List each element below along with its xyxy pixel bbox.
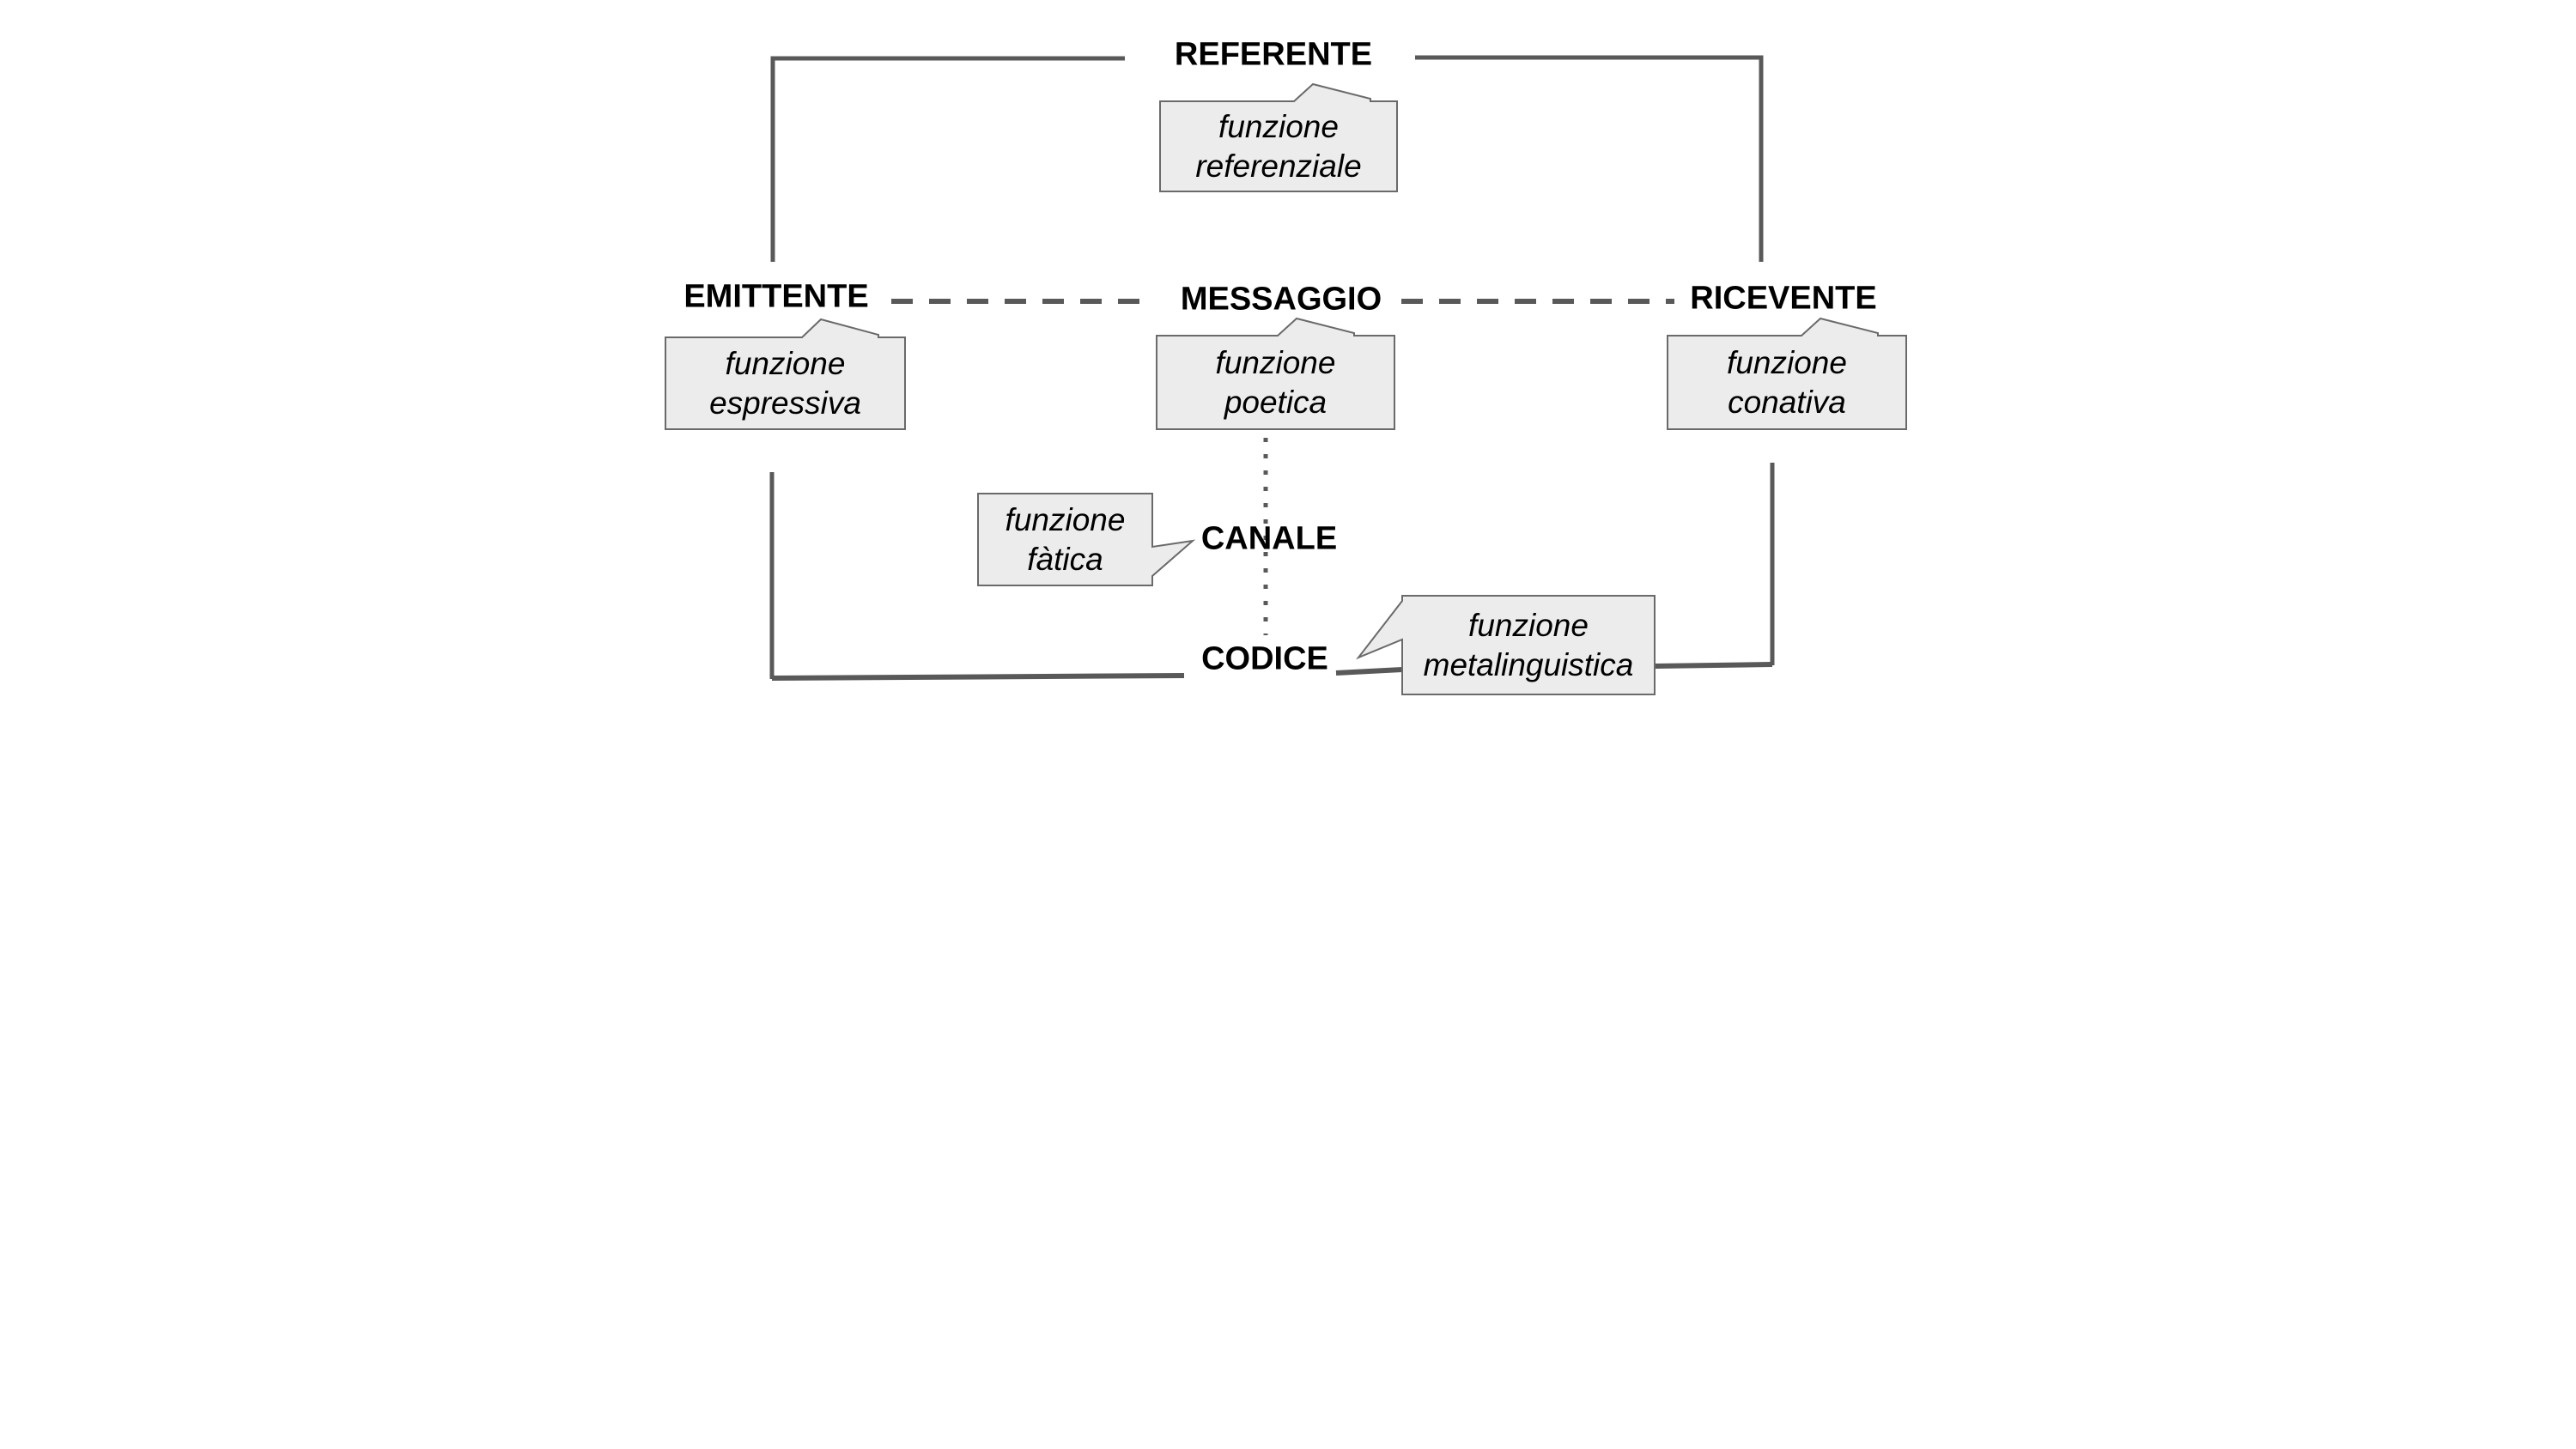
emittente-referente-connector <box>770 56 1125 262</box>
callout-text-fatica: funzione fàtica <box>1005 502 1126 577</box>
node-referente: REFERENTE <box>1174 36 1373 73</box>
callout-text-referenziale: funzione referenziale <box>1195 109 1362 184</box>
callout-shape-poetica <box>1156 317 1395 430</box>
jakobson-diagram: REFERENTE EMITTENTE MESSAGGIO RICEVENTE … <box>644 0 1932 724</box>
codice-ricevente-horizontal-connector <box>1654 662 1773 669</box>
callout-shape-conativa <box>1667 317 1907 430</box>
callout-text-poetica: funzione poetica <box>1215 345 1336 420</box>
callout-text-espressiva: funzione espressiva <box>709 346 861 421</box>
callout-shape-referenziale <box>1159 82 1398 192</box>
connector-layer <box>665 55 1907 695</box>
callout-text-metalinguistica: funzione metalinguistica <box>1423 608 1634 682</box>
node-messaggio: MESSAGGIO <box>1180 281 1382 318</box>
callout-shape-fatica <box>977 493 1196 586</box>
referente-ricevente-connector <box>1415 55 1764 262</box>
callout-shape-metalinguistica <box>1355 595 1656 695</box>
codice-callout-connector <box>1335 667 1403 676</box>
node-emittente: EMITTENTE <box>683 278 869 315</box>
node-codice: CODICE <box>1201 640 1328 677</box>
node-ricevente: RICEVENTE <box>1690 280 1877 317</box>
emittente-codice-horizontal-connector <box>771 673 1185 681</box>
callout-text-conativa: funzione conativa <box>1727 345 1847 420</box>
node-canale: CANALE <box>1200 520 1338 557</box>
callout-shape-espressiva <box>665 318 906 430</box>
